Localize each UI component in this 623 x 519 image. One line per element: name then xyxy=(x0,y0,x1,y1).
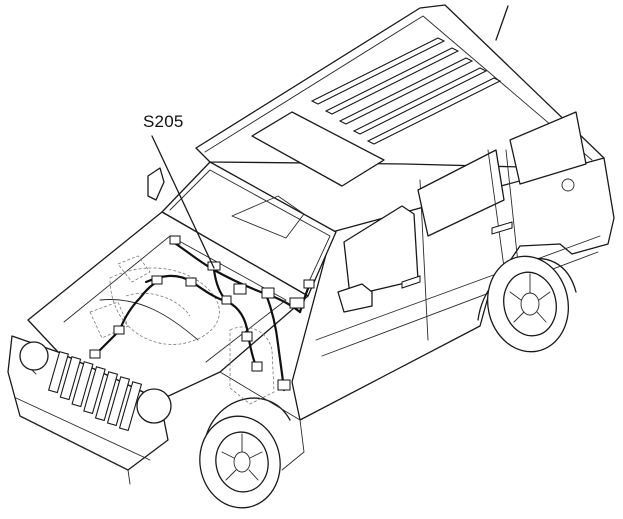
antenna xyxy=(495,5,509,41)
callout-leader xyxy=(151,135,215,269)
side-windows xyxy=(343,111,587,297)
body-side xyxy=(291,149,615,421)
sunroof xyxy=(251,111,385,187)
engine-bay-outline xyxy=(89,255,275,405)
connectors xyxy=(89,235,315,391)
grille-slats xyxy=(47,350,143,432)
left-mirror xyxy=(147,167,165,201)
rear-wheel xyxy=(477,255,577,353)
side-details xyxy=(337,178,575,313)
front-wheel xyxy=(199,371,305,509)
splice-callout-label: S205 xyxy=(143,112,184,131)
roof-rails xyxy=(310,37,502,145)
